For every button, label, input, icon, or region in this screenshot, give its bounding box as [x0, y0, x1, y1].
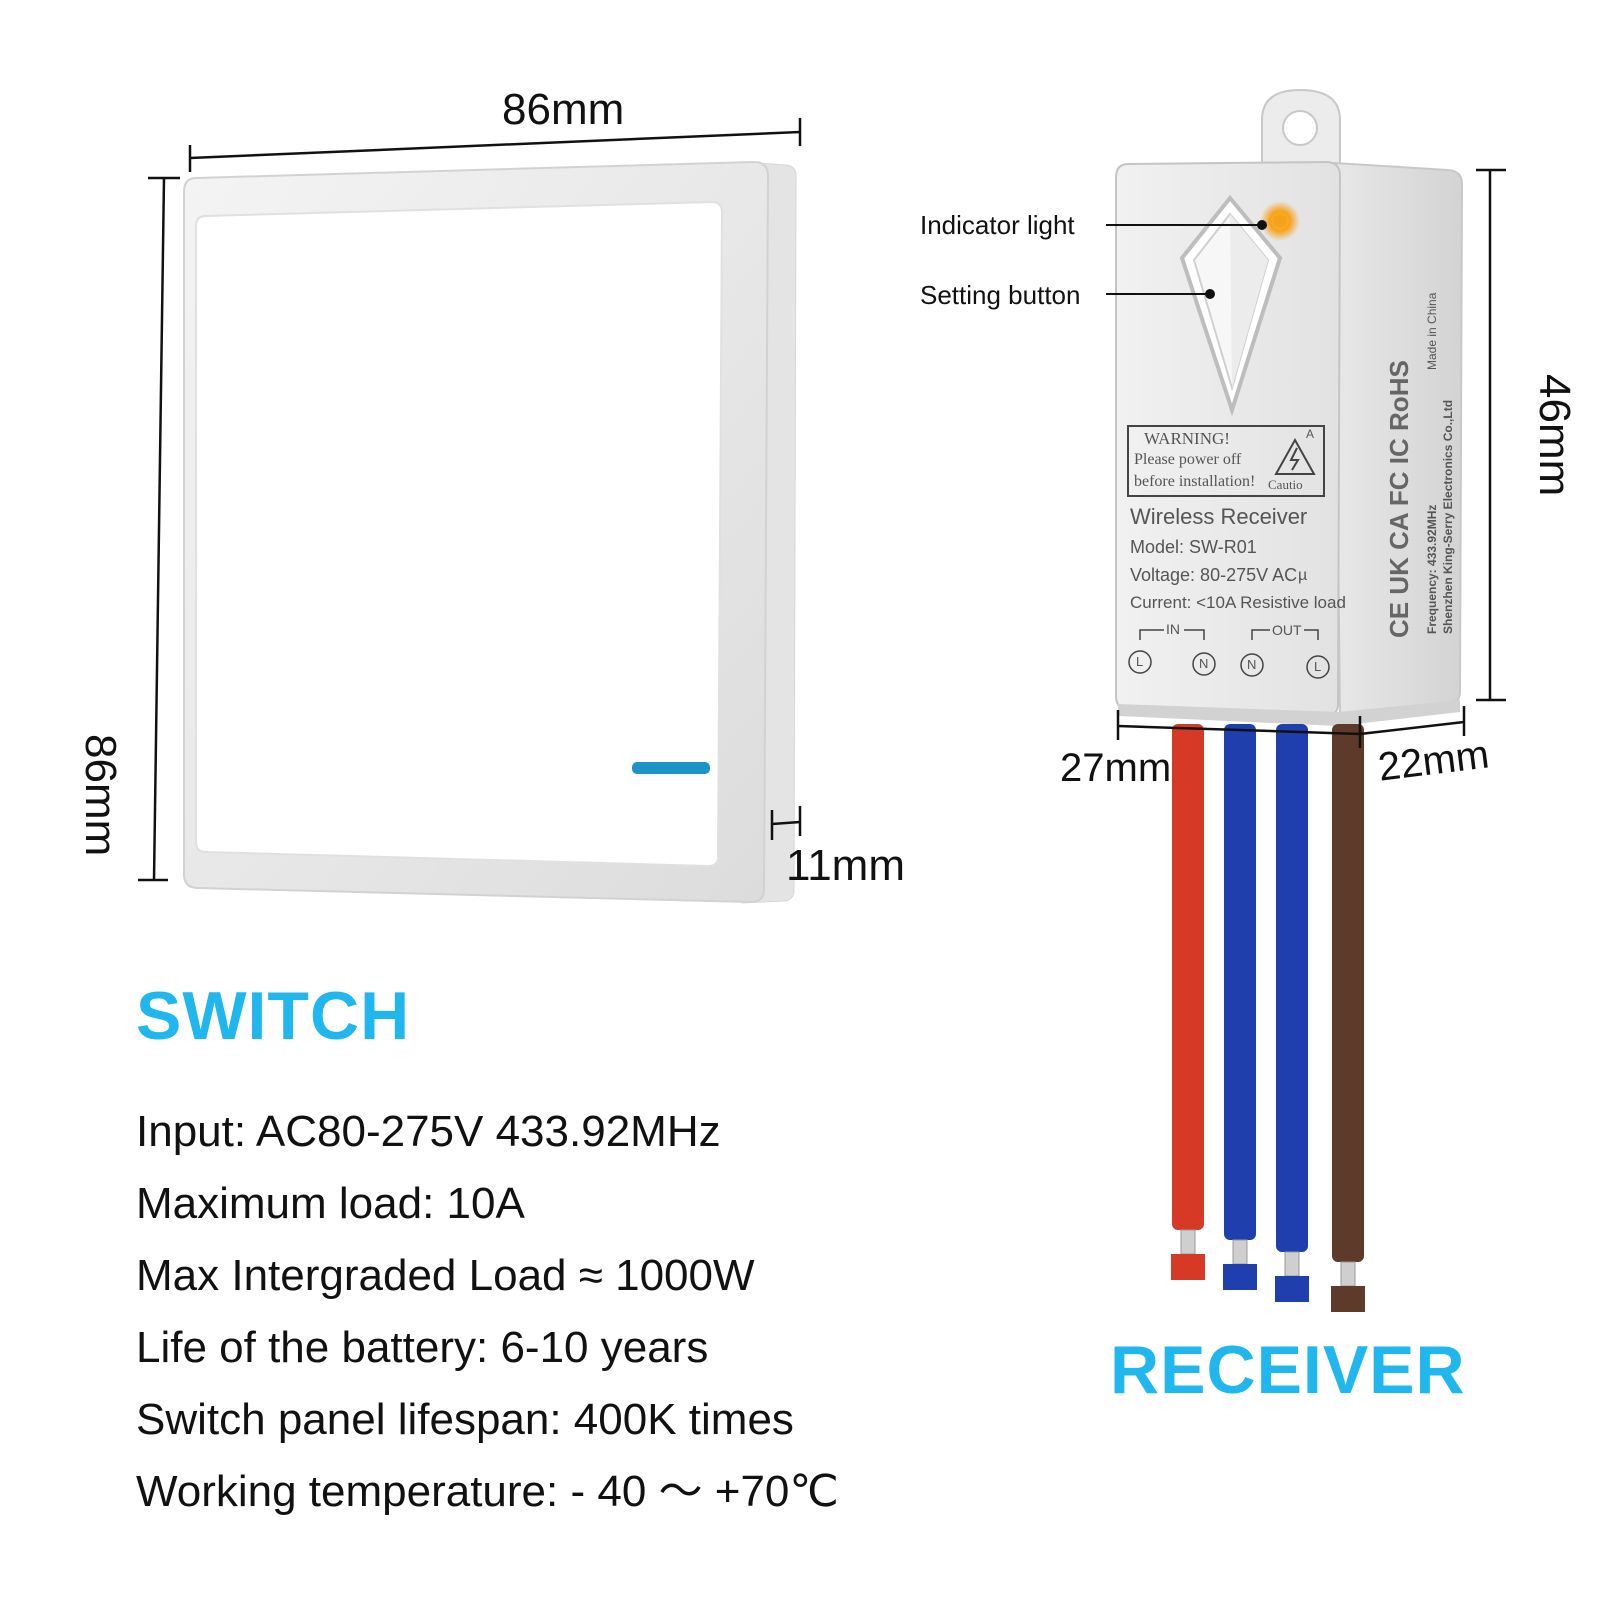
certification-marks: CE UK CA FC IC RoHS [1384, 360, 1414, 638]
wire-cap-1 [1171, 1254, 1205, 1280]
spec-line: Switch panel lifespan: 400K times [136, 1395, 794, 1444]
receiver-width-label: 27mm [1060, 746, 1172, 790]
receiver-current: Current: <10A Resistive load [1130, 593, 1346, 612]
receiver-dimension-lines [1116, 168, 1506, 748]
switch-dimension-lines [138, 118, 802, 882]
switch-led [632, 762, 710, 774]
wire-core-1 [1180, 1229, 1196, 1255]
warning-title: WARNING! [1144, 429, 1230, 448]
receiver-voltage: Voltage: 80-275V AC [1130, 565, 1298, 585]
callout-pointers [1106, 224, 1262, 295]
spec-line: Input: AC80-275V 433.92MHz [136, 1107, 721, 1156]
switch-depth-label: 11mm [786, 841, 905, 890]
wire-core-3 [1284, 1251, 1300, 1277]
setting-button-callout: Setting button [920, 280, 1081, 310]
wire-cap-3 [1275, 1276, 1309, 1302]
switch-heading: SWITCH [136, 978, 411, 1054]
spec-line: Working temperature: - 40 ～ +70℃ [136, 1467, 839, 1516]
receiver-height-label: 46mm [1530, 374, 1579, 497]
wire-core-4 [1340, 1261, 1356, 1287]
wire-4 [1332, 724, 1364, 1262]
wire-cap-4 [1331, 1286, 1365, 1312]
switch-height-label: 86mm [76, 734, 125, 857]
spec-line: Max Intergraded Load ≈ 1000W [136, 1251, 755, 1300]
wire-2 [1224, 724, 1256, 1240]
receiver-wires [1171, 724, 1365, 1312]
terminal-n-in: N [1199, 656, 1209, 671]
receiver-unit [1115, 88, 1464, 726]
terminal-n-out: N [1247, 657, 1257, 672]
spec-line: Life of the battery: 6-10 years [136, 1323, 709, 1372]
indicator-light-callout: Indicator light [920, 210, 1075, 240]
terminal-l-in: L [1136, 654, 1144, 669]
warning-corner: A [1306, 427, 1315, 441]
warning-line1: Please power off [1134, 451, 1242, 468]
spec-line: Maximum load: 10A [136, 1179, 525, 1228]
receiver-heading: RECEIVER [1110, 1332, 1466, 1408]
receiver-voltage-mark: µ [1298, 567, 1308, 584]
wire-1 [1172, 724, 1204, 1230]
receiver-name: Wireless Receiver [1130, 504, 1308, 529]
switch-width-label: 86mm [502, 85, 625, 134]
terminal-out-label: OUT [1272, 622, 1302, 638]
wire-core-2 [1232, 1239, 1248, 1265]
caution-icon [1274, 437, 1316, 475]
warning-line2: before installation! [1134, 473, 1256, 490]
frequency-label: Frequency: 433.92MHz [1425, 504, 1439, 634]
wire-cap-2 [1223, 1264, 1257, 1290]
switch-panel [183, 160, 797, 904]
warning-caution: Cautio [1268, 477, 1303, 492]
terminal-in-label: IN [1166, 621, 1180, 637]
maker-label: Shenzhen King-Serry Electronics Co.,Ltd [1441, 399, 1455, 634]
made-in-label: Made in China [1425, 292, 1439, 370]
terminal-l-out: L [1314, 659, 1322, 674]
wire-3 [1276, 724, 1308, 1252]
receiver-model: Model: SW-R01 [1130, 537, 1257, 557]
